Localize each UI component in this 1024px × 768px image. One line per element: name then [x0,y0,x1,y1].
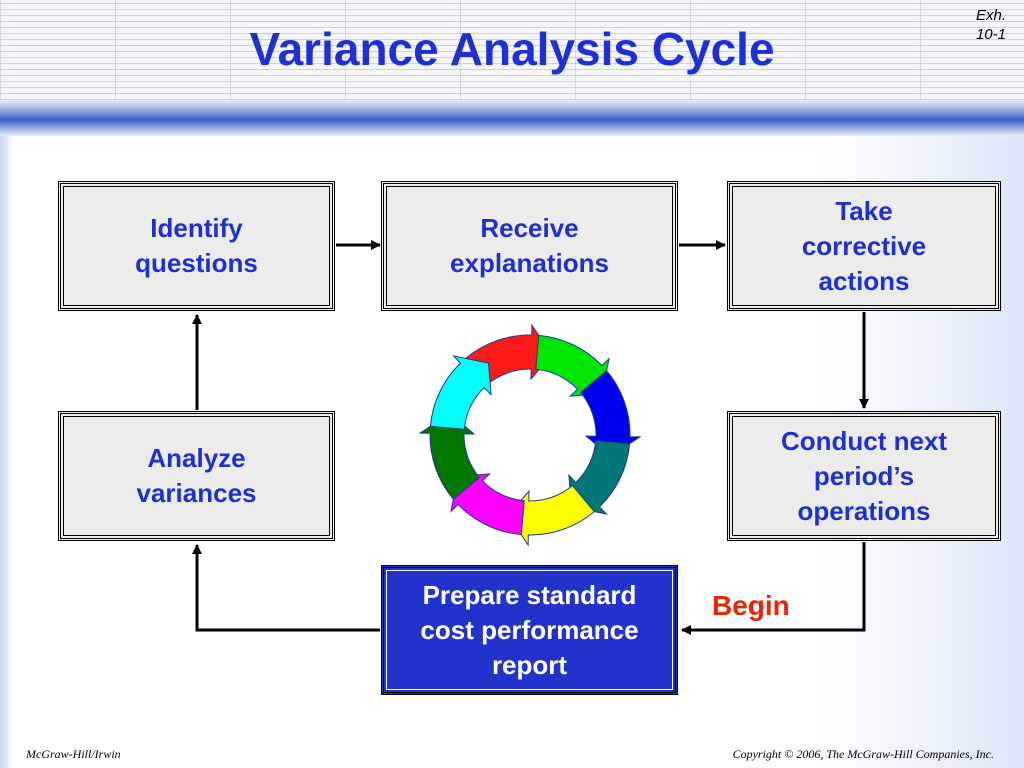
step-receive-explanations-label: Receive explanations [450,213,609,278]
step-prepare-report: Prepare standard cost performance report [381,565,678,695]
step-analyze-variances-label: Analyze variances [136,443,257,508]
step-analyze-variances: Analyze variances [58,411,335,541]
footer-publisher: McGraw-Hill/Irwin [26,747,121,761]
step-identify-questions: Identify questions [58,181,335,311]
exhibit-label-line2: 10-1 [975,26,1006,43]
begin-label: Begin [712,590,790,621]
exhibit-label: Exh. 10-1 [976,6,1006,44]
header-blue-band [0,100,1024,136]
step-conduct-next-period-label: Conduct next period’s operations [780,425,948,526]
step-conduct-next-period: Conduct next period’s operations [727,411,1001,541]
header-lined-background [0,0,1024,100]
step-take-corrective-actions-label: Take corrective actions [801,195,927,296]
arrow-prepare-to-analyze [192,544,380,632]
cycle-arrows-icon [418,323,642,547]
cycle-arrow-segment [429,355,492,430]
slide-title: Variance Analysis Cycle [249,23,775,75]
step-identify-questions-label: Identify questions [135,213,258,278]
footer-copyright: Copyright © 2006, The McGraw-Hill Compan… [732,747,994,761]
arrow-conduct-to-prepare [681,542,866,635]
exhibit-label-line1: Exh. [975,7,1006,24]
step-prepare-report-label: Prepare standard cost performance report [420,579,639,680]
step-receive-explanations: Receive explanations [381,181,678,311]
left-edge-gradient [0,136,14,768]
step-take-corrective-actions: Take corrective actions [727,181,1001,311]
